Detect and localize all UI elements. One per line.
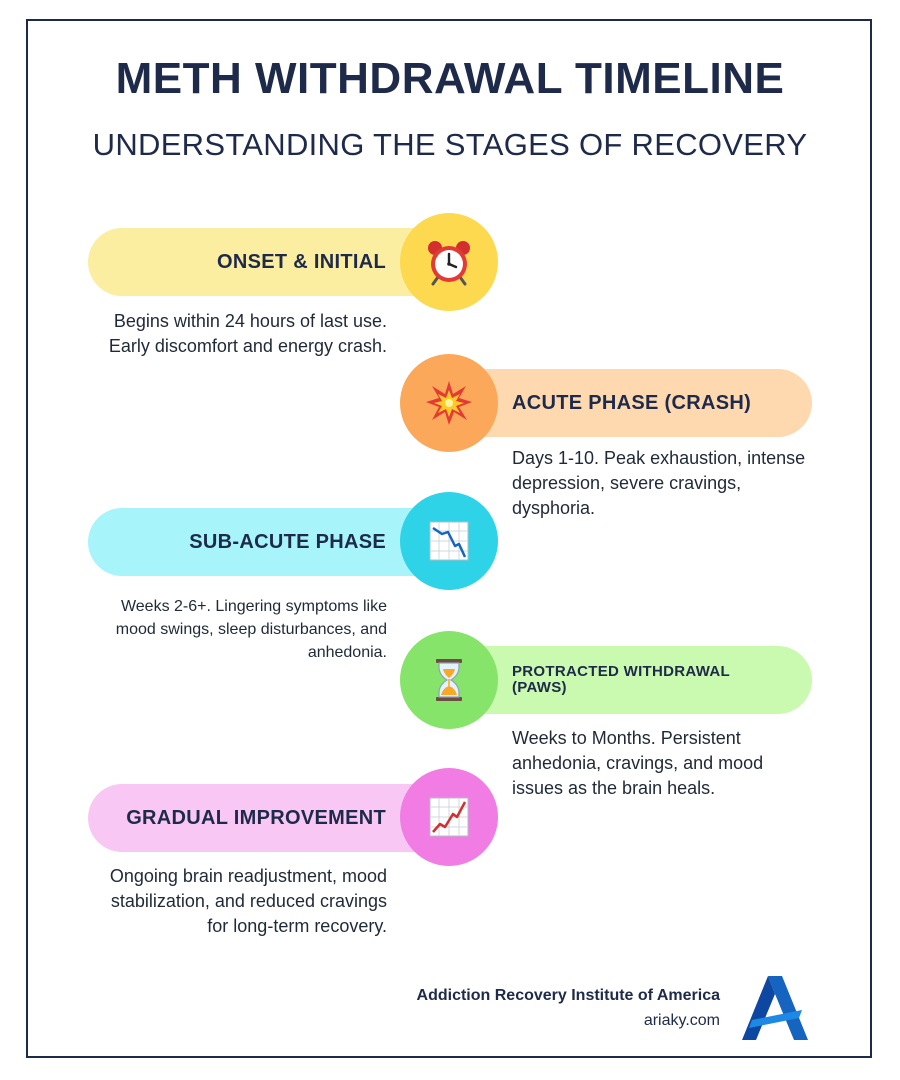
hourglass-icon xyxy=(436,659,462,701)
page-title: METH WITHDRAWAL TIMELINE xyxy=(115,54,785,103)
stage-3-label: SUB-ACUTE PHASE xyxy=(189,530,386,553)
chart-decreasing-icon xyxy=(429,521,469,561)
stage-3-pill: SUB-ACUTE PHASE xyxy=(88,508,458,576)
stage-2-description: Days 1-10. Peak exhaustion, intense depr… xyxy=(512,448,806,518)
stage-5-label: GRADUAL IMPROVEMENT xyxy=(126,806,386,829)
ari-logo-icon xyxy=(742,976,808,1040)
stage-4-pill: PROTRACTED WITHDRAWAL (PAWS) xyxy=(440,646,812,714)
stage-5-icon-circle xyxy=(400,768,498,866)
stage-1-icon-circle xyxy=(400,213,498,311)
stage-1-label: ONSET & INITIAL xyxy=(217,250,386,273)
stage-1-pill: ONSET & INITIAL xyxy=(88,228,458,296)
stage-4-description: Weeks to Months. Persistent anhedonia, c… xyxy=(512,728,764,798)
chart-increasing-icon xyxy=(429,797,469,837)
alarm-clock-icon xyxy=(428,241,470,286)
stage-3-icon-circle xyxy=(400,492,498,590)
stage-5-description: Ongoing brain readjustment, mood stabili… xyxy=(109,866,387,936)
stage-2-label: ACUTE PHASE (CRASH) xyxy=(512,391,752,414)
stage-2-pill: ACUTE PHASE (CRASH) xyxy=(440,369,812,437)
organization-name: Addiction Recovery Institute of America xyxy=(416,987,720,1004)
stage-4-icon-circle xyxy=(400,631,498,729)
stage-3-description: Weeks 2-6+. Lingering symptoms like mood… xyxy=(115,598,387,661)
page-subtitle: UNDERSTANDING THE STAGES OF RECOVERY xyxy=(92,127,808,162)
stage-1-description: Begins within 24 hours of last use. Earl… xyxy=(108,311,387,356)
infographic-frame xyxy=(26,19,872,1058)
collision-icon xyxy=(426,381,472,425)
website-link[interactable]: ariaky.com xyxy=(643,1012,720,1029)
stage-4-label: PROTRACTED WITHDRAWAL (PAWS) xyxy=(512,663,730,696)
stage-5-pill: GRADUAL IMPROVEMENT xyxy=(88,784,458,852)
stage-2-icon-circle xyxy=(400,354,498,452)
